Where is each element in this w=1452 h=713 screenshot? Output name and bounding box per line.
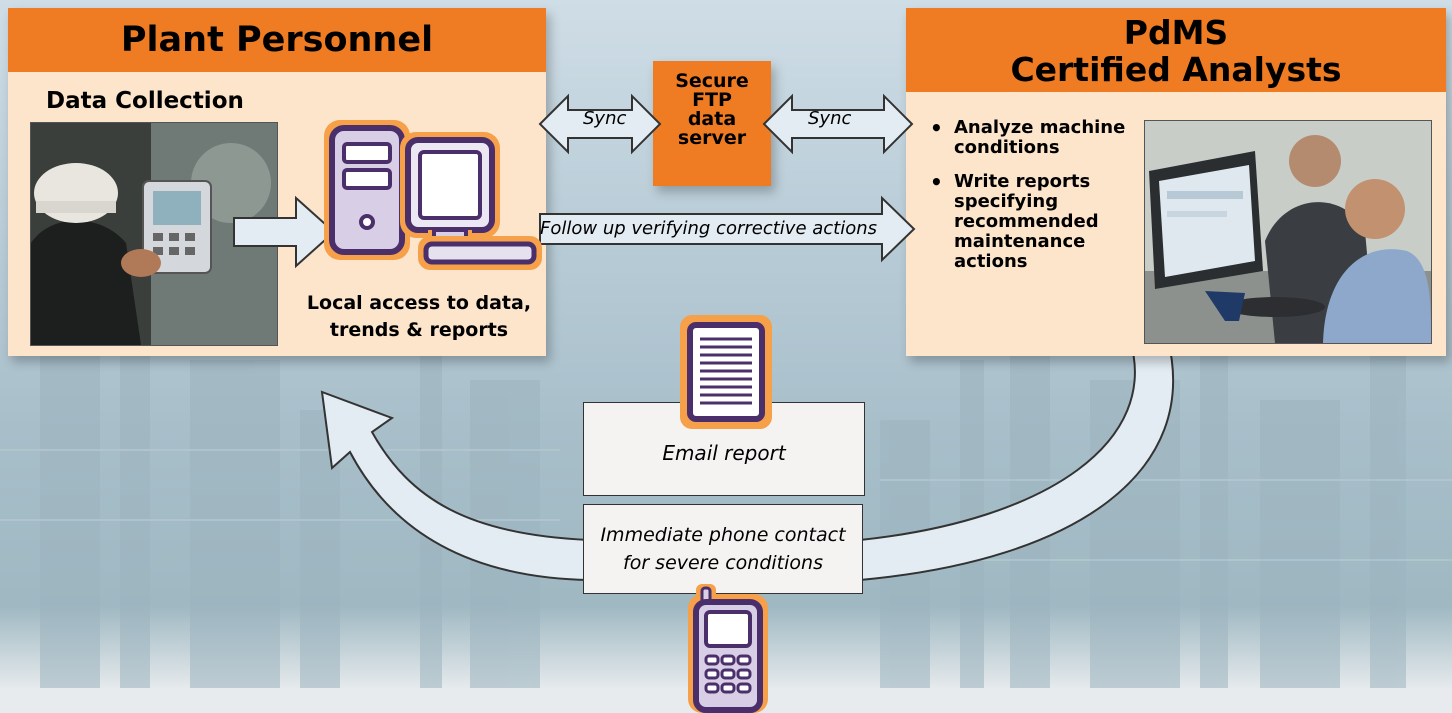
secure-ftp-server-box: Secure FTP data server [653,61,771,186]
analysts-at-computer-photo [1144,120,1432,344]
pdms-analysts-header: PdMS Certified Analysts [906,8,1446,92]
plant-personnel-header: Plant Personnel [8,8,546,72]
ftp-line-4: server [677,127,747,149]
desktop-computer-icon [324,120,542,270]
pdms-title-line-2: Certified Analysts [1010,50,1342,89]
analyst-tasks-list: Analyze machine conditions Write reports… [928,118,1128,286]
local-access-line-1: Local access to data, [306,292,532,314]
local-access-label: Local access to data, trends & reports [294,290,544,344]
phone-contact-line-1: Immediate phone contact [600,524,846,546]
sync-right-arrow [762,93,914,155]
sync-right-label: Sync [808,108,852,129]
document-report-icon [680,315,772,429]
follow-up-arrow [539,195,916,263]
analyst-task-item: Analyze machine conditions [928,118,1128,158]
data-collection-label: Data Collection [46,88,244,114]
sync-left-arrow [538,93,662,155]
follow-up-label: Follow up verifying corrective actions [540,218,878,239]
local-access-line-2: trends & reports [329,319,509,341]
ftp-line-3: data [687,108,737,130]
ftp-line-1: Secure [675,70,749,92]
pdms-title-line-1: PdMS [1123,13,1229,52]
analyst-task-item: Write reports specifying recommended mai… [928,172,1128,272]
mobile-phone-icon [688,584,768,713]
ftp-line-2: FTP [692,89,732,111]
phone-contact-line-2: for severe conditions [623,552,823,574]
pdms-analysts-panel: PdMS Certified Analysts Analyze machine … [906,8,1446,356]
sync-left-label: Sync [583,108,627,129]
data-collection-arrow [233,195,336,269]
phone-contact-box: Immediate phone contact for severe condi… [583,504,863,594]
